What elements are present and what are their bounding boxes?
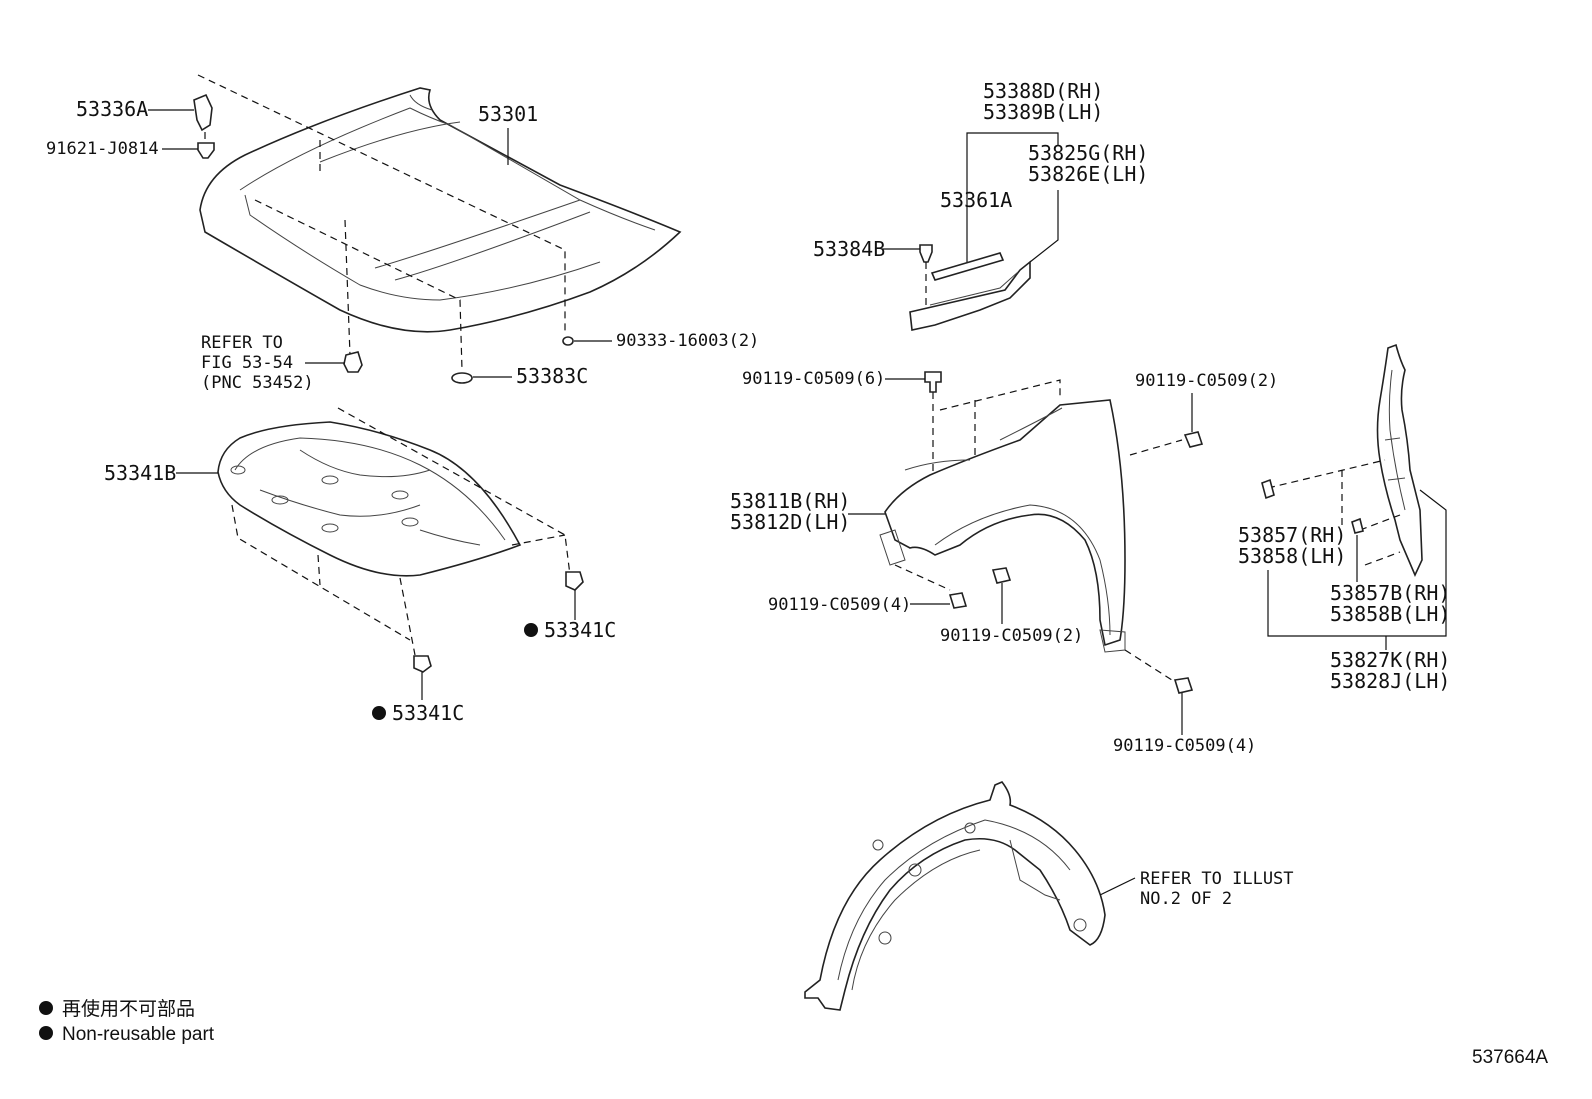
legend-bullet <box>39 1001 53 1015</box>
label-53858-lh: 53858(LH) <box>1238 544 1346 568</box>
refer-text-line3: (PNC 53452) <box>201 373 314 393</box>
hood-insulator <box>217 421 522 577</box>
hood-bolt <box>197 142 215 159</box>
fender-bolt-right <box>1183 431 1204 448</box>
label-53827k-rh: 53827K(RH) <box>1330 648 1450 672</box>
label-bolt-90119-4-left: 90119-C0509(4) <box>768 595 911 615</box>
figure-id: 537664A <box>1472 1047 1548 1068</box>
label-53812d-lh: 53812D(LH) <box>730 510 850 534</box>
label-53825g-rh: 53825G(RH) <box>1028 141 1148 165</box>
hood-to-fender-seal <box>930 252 1005 281</box>
insulator-dashed-guides <box>231 407 571 656</box>
refer-illust-line2: NO.2 OF 2 <box>1140 889 1232 909</box>
front-fender-panel <box>879 399 1126 653</box>
label-53811b-rh: 53811B(RH) <box>730 489 850 513</box>
label-91621-j0814: 91621-J0814 <box>46 139 159 159</box>
label-53826e-lh: 53826E(LH) <box>1028 162 1148 186</box>
refer-illust-line1: REFER TO ILLUST <box>1140 869 1294 889</box>
label-53301: 53301 <box>478 102 538 126</box>
legend: 再使用不可部品 Non-reusable part <box>39 998 215 1045</box>
label-90333-16003: 90333-16003(2) <box>616 331 759 351</box>
fender-liner <box>804 781 1106 1011</box>
label-53341b: 53341B <box>104 461 176 485</box>
fender-apron-seal <box>1376 343 1423 577</box>
label-53857-rh: 53857(RH) <box>1238 523 1346 547</box>
label-bolt-90119-2-lower: 90119-C0509(2) <box>940 626 1083 646</box>
label-53383c: 53383C <box>516 364 588 388</box>
fender-bolt-bottom <box>1173 677 1194 694</box>
fender-seal-retainer <box>909 260 1031 331</box>
label-53341c-upper: 53341C <box>544 618 616 642</box>
apron-clip-right <box>1351 517 1364 534</box>
non-reusable-marker <box>524 623 538 637</box>
fender-bolt-lower-left <box>948 592 968 609</box>
seal-clip <box>919 244 933 263</box>
hood-lock-striker <box>343 351 363 373</box>
label-53828j-lh: 53828J(LH) <box>1330 669 1450 693</box>
label-53389b-lh: 53389B(LH) <box>983 100 1103 124</box>
label-53857b-rh: 53857B(RH) <box>1330 581 1450 605</box>
refer-text-line1: REFER TO <box>201 333 283 353</box>
fender-dashed-guides <box>894 379 1183 683</box>
hood-grommet <box>562 336 574 346</box>
label-53341c-lower: 53341C <box>392 701 464 725</box>
apron-dashed-guides <box>1267 459 1401 566</box>
label-bolt-90119-4-bottom: 90119-C0509(4) <box>1113 736 1256 756</box>
label-bolt-90119-2-right: 90119-C0509(2) <box>1135 371 1278 391</box>
label-53858b-lh: 53858B(LH) <box>1330 602 1450 626</box>
hood-cushion <box>451 372 473 384</box>
fender-bolt-middle <box>991 567 1012 584</box>
legend-bullet <box>39 1026 53 1040</box>
non-reusable-marker <box>372 706 386 720</box>
label-53336a: 53336A <box>76 97 148 121</box>
label-53361a: 53361A <box>940 188 1012 212</box>
fender-bolt-top <box>924 371 942 393</box>
insulator-clip-lower <box>413 655 432 673</box>
insulator-clip-upper <box>565 571 584 591</box>
legend-japanese: 再使用不可部品 <box>62 998 195 1020</box>
refer-text-line2: FIG 53-54 <box>201 353 293 373</box>
apron-clip-left <box>1261 478 1275 500</box>
label-53388d-rh: 53388D(RH) <box>983 79 1103 103</box>
hood-panel <box>199 87 682 333</box>
hood-stay-bracket <box>193 93 213 132</box>
label-bolt-90119-6: 90119-C0509(6) <box>742 369 885 389</box>
label-53384b: 53384B <box>813 237 885 261</box>
legend-english: Non-reusable part <box>62 1024 215 1045</box>
